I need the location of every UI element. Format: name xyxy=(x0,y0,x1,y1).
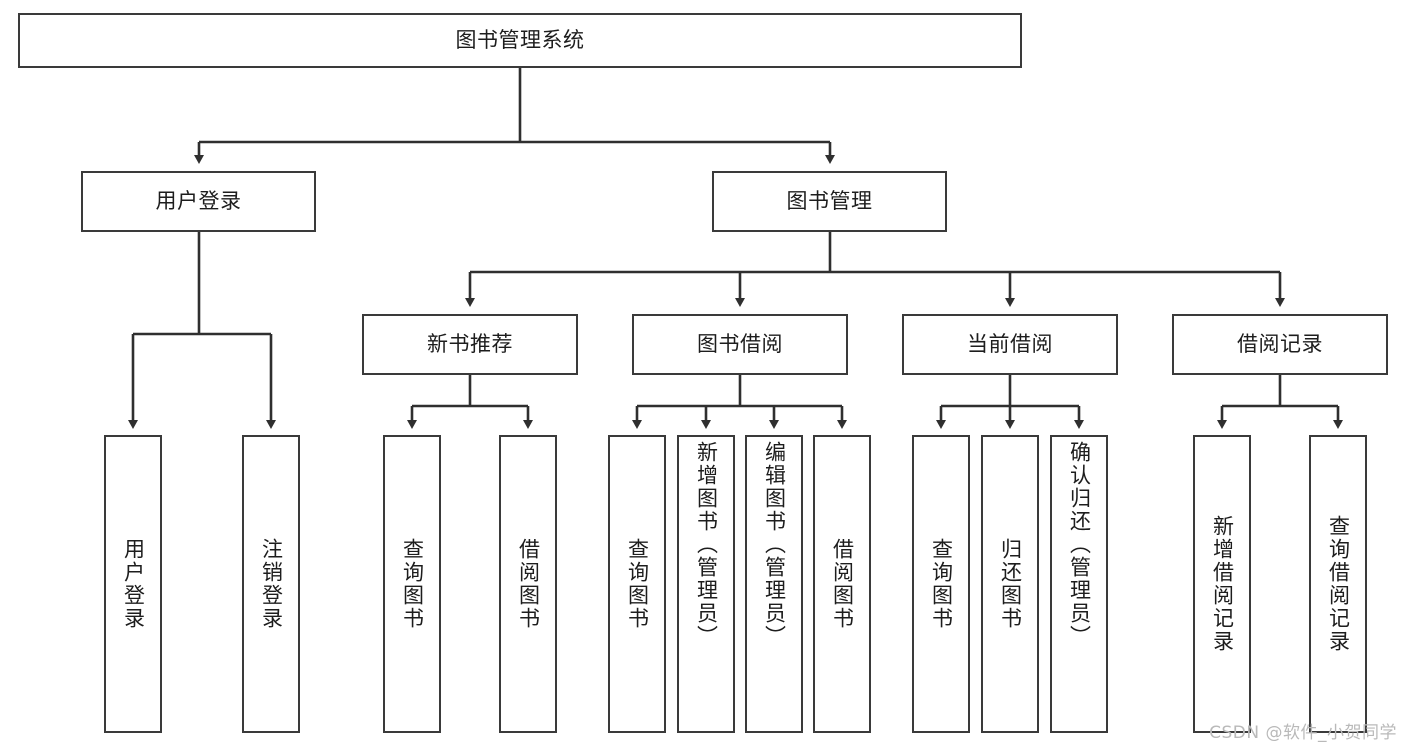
node-borrow-record[interactable]: 借阅记录 xyxy=(1172,314,1388,375)
node-label: 图书管理系统 xyxy=(455,28,585,52)
node-label: 借阅记录 xyxy=(1237,332,1323,356)
leaf-user-login-logout[interactable]: 注销登录 xyxy=(242,435,300,733)
node-label: 借阅图书 xyxy=(830,538,855,630)
node-new-book-recommend[interactable]: 新书推荐 xyxy=(362,314,578,375)
node-label: 查询图书 xyxy=(625,538,650,630)
node-label: 注销登录 xyxy=(259,538,284,630)
node-book-borrow[interactable]: 图书借阅 xyxy=(632,314,848,375)
leaf-borrow-query-book[interactable]: 查询图书 xyxy=(608,435,666,733)
leaf-recommend-borrow-book[interactable]: 借阅图书 xyxy=(499,435,557,733)
node-label: 借阅图书 xyxy=(516,538,541,630)
node-root-library-system[interactable]: 图书管理系统 xyxy=(18,13,1022,68)
leaf-recommend-query-book[interactable]: 查询图书 xyxy=(383,435,441,733)
node-label: 确认归还（管理员） xyxy=(1067,441,1092,648)
node-label: 查询图书 xyxy=(400,538,425,630)
node-book-management[interactable]: 图书管理 xyxy=(712,171,947,232)
node-label: 新书推荐 xyxy=(427,332,513,356)
node-label: 当前借阅 xyxy=(967,332,1053,356)
leaf-borrow-add-book-admin[interactable]: 新增图书（管理员） xyxy=(677,435,735,733)
node-label: 用户登录 xyxy=(155,189,242,213)
node-label: 用户登录 xyxy=(121,538,146,630)
node-label: 查询图书 xyxy=(929,538,954,630)
node-label: 图书管理 xyxy=(786,189,873,213)
leaf-record-query-record[interactable]: 查询借阅记录 xyxy=(1309,435,1367,733)
leaf-borrow-edit-book-admin[interactable]: 编辑图书（管理员） xyxy=(745,435,803,733)
node-user-login[interactable]: 用户登录 xyxy=(81,171,316,232)
node-label: 新增图书（管理员） xyxy=(694,441,719,648)
leaf-current-query-book[interactable]: 查询图书 xyxy=(912,435,970,733)
leaf-current-confirm-return-admin[interactable]: 确认归还（管理员） xyxy=(1050,435,1108,733)
node-label: 新增借阅记录 xyxy=(1210,515,1235,653)
leaf-current-return-book[interactable]: 归还图书 xyxy=(981,435,1039,733)
node-label: 图书借阅 xyxy=(697,332,783,356)
leaf-borrow-borrow-book[interactable]: 借阅图书 xyxy=(813,435,871,733)
node-label: 查询借阅记录 xyxy=(1326,515,1351,653)
node-label: 编辑图书（管理员） xyxy=(762,441,787,648)
csdn-watermark: CSDN @软件_小贺同学 xyxy=(1209,723,1397,743)
leaf-record-add-record[interactable]: 新增借阅记录 xyxy=(1193,435,1251,733)
node-current-borrow[interactable]: 当前借阅 xyxy=(902,314,1118,375)
leaf-user-login-login[interactable]: 用户登录 xyxy=(104,435,162,733)
node-label: 归还图书 xyxy=(998,538,1023,630)
